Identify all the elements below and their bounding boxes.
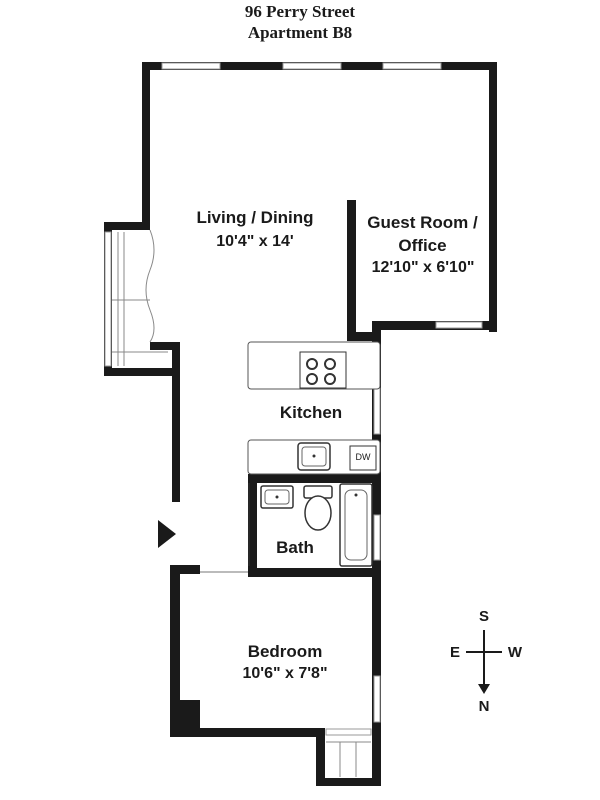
entry-arrow-icon [158,520,176,548]
wall-bay-bottom [104,368,174,376]
compass-icon [466,630,502,694]
wall-left-upper [142,62,150,224]
wall-bedroom-left [170,565,180,737]
compass-north: N [478,698,490,715]
compass-west: W [507,644,523,661]
wall-guest-bottom [372,321,497,330]
windows [104,62,483,736]
wall-bath-top [248,474,381,483]
bedroom-name: Bedroom [247,642,323,661]
window-closet [325,728,372,736]
window-bath [373,514,381,561]
plan-title-line1: 96 Perry Street [244,2,356,21]
bay-window-detail [112,229,168,366]
window-bay [104,231,112,367]
wall-closet-right [372,728,381,786]
compass-east: E [449,644,460,661]
stove-icon [299,351,347,389]
bath-sink-icon [260,485,294,509]
window-top-2 [282,62,342,70]
guest-room-name-line1: Guest Room / [367,213,478,232]
window-kitchen [373,387,381,435]
wall-guest-partition [347,200,356,340]
window-top-1 [161,62,221,70]
wall-bay-top [104,222,150,230]
wall-right-upper [489,62,497,332]
wall-bay-step [150,342,180,350]
guest-room-dims: 12'10" x 6'10" [371,259,475,276]
wall-left-middle [172,342,180,502]
dishwasher-icon [349,445,377,471]
window-top-3 [382,62,442,70]
wall-bath-left [248,474,257,576]
window-guest [435,321,483,329]
dishwasher-label: DW [355,452,371,462]
compass-south: S [478,608,489,625]
closet-detail [326,741,371,777]
kitchen-name: Kitchen [279,403,343,422]
wall-bedroom-top-left [170,565,200,574]
plan-title-line2: Apartment B8 [247,23,353,42]
wall-bath-bottom [248,568,381,577]
guest-room-name-line2: Office [398,236,447,255]
window-bedroom [373,675,381,723]
living-room-dims: 10'4" x 14' [216,233,294,250]
bath-name: Bath [276,538,314,557]
wall-closet-left [316,728,325,786]
wall-guest-stub [347,332,381,341]
kitchen-sink-icon [297,442,331,471]
toilet-icon [303,485,333,531]
bedroom-dims: 10'6" x 7'8" [242,665,328,682]
wall-bedroom-bottom [170,728,320,737]
living-room-name: Living / Dining [196,208,314,227]
wall-bedroom-right [372,576,381,741]
wall-closet-bottom [316,778,381,786]
bathtub-icon [339,483,373,567]
